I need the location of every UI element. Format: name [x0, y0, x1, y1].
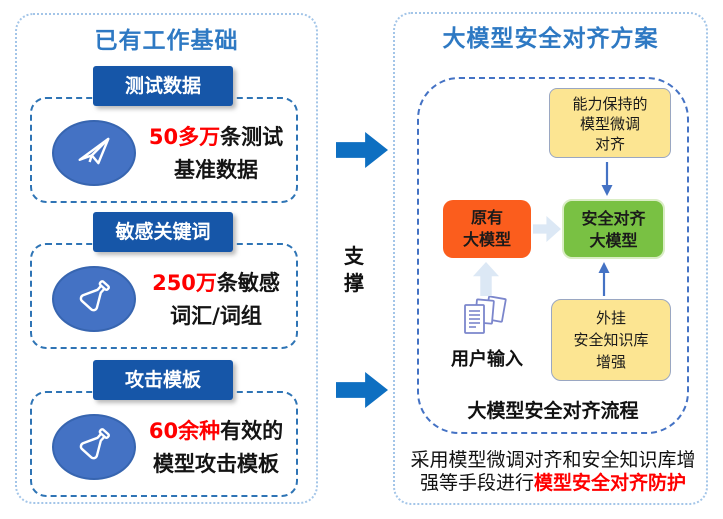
attack-templates-stat: 60余种有效的 模型攻击模板	[125, 415, 307, 481]
attack-templates-badge	[52, 414, 136, 480]
finetune-line: 能力保持的	[572, 95, 648, 113]
test-data-header: 测试数据	[93, 66, 233, 106]
summary-line-1: 采用模型微调对齐和安全知识库增	[410, 449, 696, 471]
knowledge-line: 增强	[595, 353, 626, 371]
original-model-line: 大模型	[462, 230, 511, 249]
original-model-line: 原有	[470, 208, 503, 227]
support-label: 支撑	[344, 244, 364, 295]
section-attack-templates: 攻击模板 60余种有效的 模型攻击模板	[15, 358, 318, 504]
summary-text: 采用模型微调对齐和安全知识库增 强等手段进行模型安全对齐防护	[399, 449, 707, 495]
flask-icon	[72, 275, 116, 323]
paper-plane-icon	[72, 129, 116, 177]
left-panel-title: 已有工作基础	[94, 28, 239, 54]
summary-line-2: 强等手段进行模型安全对齐防护	[419, 472, 687, 494]
knowledge-line: 外挂	[595, 309, 626, 327]
support-arrow-top-icon	[336, 132, 388, 168]
support-arrow-bottom-icon	[336, 372, 388, 408]
sensitive-keywords-header: 敏感关键词	[93, 212, 233, 252]
stat-line-1: 50多万条测试	[148, 125, 284, 149]
down-arrow-icon	[600, 161, 614, 201]
section-sensitive-keywords: 敏感关键词 250万条敏感 词汇/词组	[15, 210, 318, 356]
aligned-model-line: 大模型	[589, 231, 638, 250]
right-panel-title: 大模型安全对齐方案	[442, 26, 659, 52]
test-data-badge	[52, 120, 136, 186]
finetune-line: 模型微调	[579, 115, 640, 133]
section-test-data: 测试数据 50多万条测试 基准数据	[15, 64, 318, 210]
test-data-stat: 50多万条测试 基准数据	[125, 121, 307, 187]
original-model-box: 原有 大模型	[443, 200, 531, 258]
aligned-model-box: 安全对齐 大模型	[562, 199, 665, 259]
flask-icon	[72, 423, 116, 471]
up-arrow-icon	[597, 261, 611, 301]
knowledge-line: 安全知识库	[573, 331, 649, 349]
attack-templates-header: 攻击模板	[93, 360, 233, 400]
aligned-model-line: 安全对齐	[581, 209, 646, 228]
finetune-line: 对齐	[594, 135, 625, 153]
sensitive-keywords-badge	[52, 266, 136, 332]
flow-caption: 大模型安全对齐流程	[467, 400, 639, 422]
stat-line-1: 250万条敏感	[152, 271, 280, 295]
stat-line-1: 60余种有效的	[148, 419, 284, 443]
user-input-label: 用户输入	[451, 349, 523, 370]
stat-line-2: 基准数据	[174, 158, 258, 182]
stat-line-2: 词汇/词组	[170, 304, 262, 328]
finetune-alignment-box: 能力保持的 模型微调 对齐	[549, 88, 671, 158]
sensitive-keywords-stat: 250万条敏感 词汇/词组	[125, 267, 307, 333]
documents-icon	[459, 295, 513, 348]
knowledge-base-box: 外挂 安全知识库 增强	[551, 299, 671, 381]
stat-line-2: 模型攻击模板	[153, 452, 279, 476]
